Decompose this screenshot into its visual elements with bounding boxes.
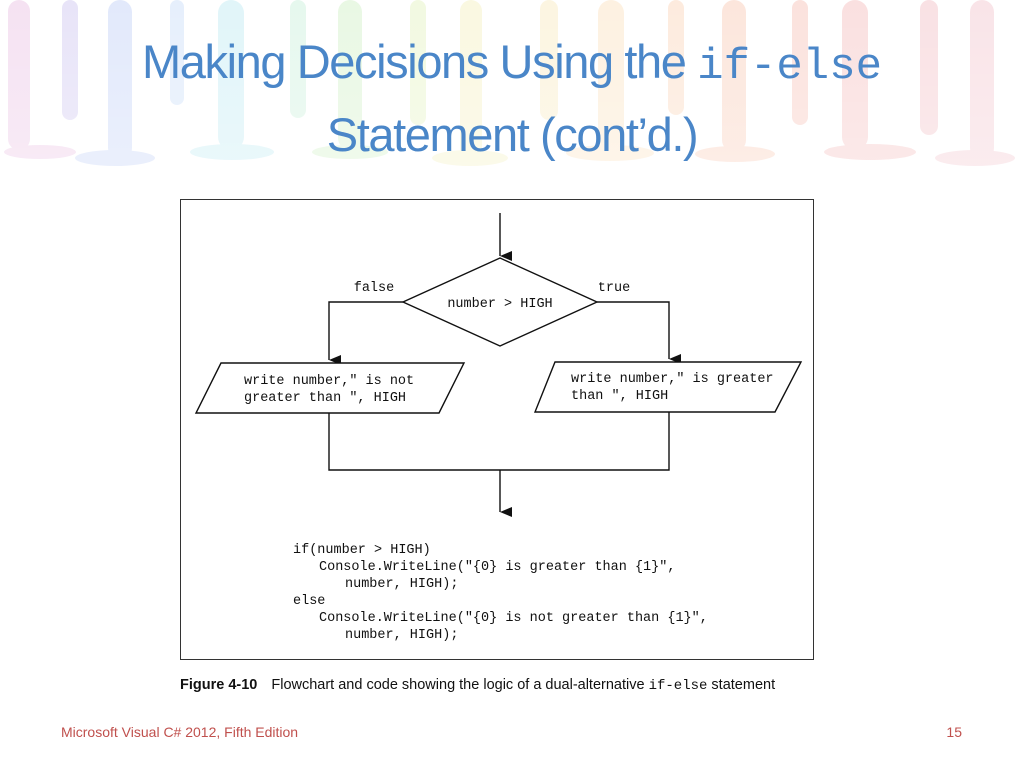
caption-suffix: statement (707, 677, 775, 693)
title-text-line2: Statement (cont’d.) (327, 108, 697, 161)
caption-code: if-else (649, 678, 708, 694)
false-output-line2: greater than ", HIGH (244, 391, 406, 406)
true-output-line2: than ", HIGH (571, 389, 668, 404)
true-label: true (598, 281, 630, 296)
merge-connector (329, 412, 669, 470)
code-line-if: if(number > HIGH) (293, 542, 708, 559)
decision-label: number > HIGH (447, 297, 552, 312)
slide-number: 15 (946, 724, 962, 740)
caption-text: Flowchart and code showing the logic of … (271, 677, 648, 693)
false-branch-connector (329, 302, 403, 360)
false-output-line1: write number," is not (244, 374, 414, 389)
true-output-parallelogram (535, 362, 801, 412)
code-listing: if(number > HIGH)Console.WriteLine("{0} … (293, 542, 708, 644)
figure-4-10: number > HIGH false true write number," … (180, 199, 814, 660)
true-output-line1: write number," is greater (571, 372, 774, 387)
code-line-else: else (293, 593, 708, 610)
figure-caption: Figure 4-10 Flowchart and code showing th… (180, 677, 775, 694)
code-line-writeline-false: Console.WriteLine("{0} is not greater th… (293, 610, 708, 627)
false-label: false (354, 281, 395, 296)
code-line-args-false: number, HIGH); (293, 627, 708, 644)
title-code-keyword: if-else (697, 42, 882, 92)
figure-label: Figure 4-10 (180, 677, 257, 693)
code-line-writeline-true: Console.WriteLine("{0} is greater than {… (293, 559, 708, 576)
true-branch-connector (597, 302, 669, 359)
title-text: Making Decisions Using the (142, 35, 697, 88)
code-line-args-true: number, HIGH); (293, 576, 708, 593)
slide-title: Making Decisions Using the if-else State… (0, 28, 1024, 168)
footer-book-title: Microsoft Visual C# 2012, Fifth Edition (61, 724, 298, 740)
